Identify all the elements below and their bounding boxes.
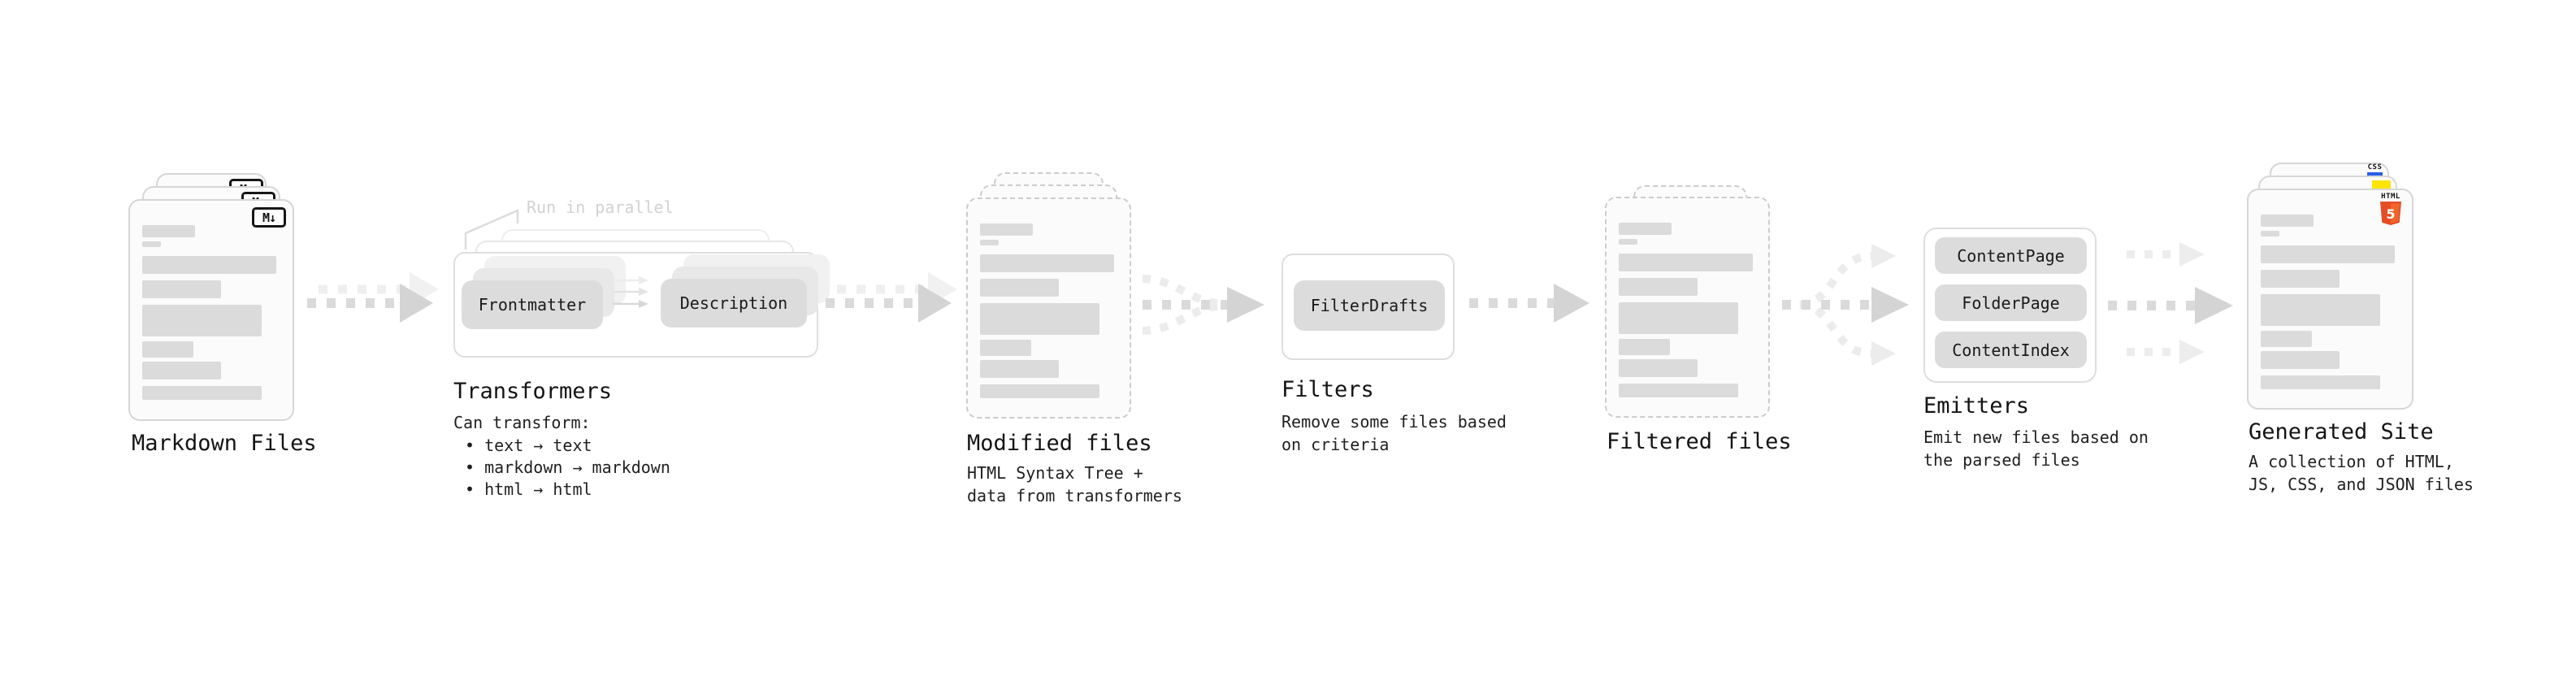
emitter-node-contentindex: ContentIndex (1935, 332, 2087, 368)
doc-text-bar (1619, 278, 1698, 296)
doc-text-bar (142, 225, 195, 237)
filters-subtitle-line1: Remove some files based (1281, 412, 1507, 432)
modified-file-sheet-front (966, 197, 1131, 419)
transformers-subtitle: Can transform: (453, 413, 591, 432)
arrow-merge-modified-to-filters (1142, 275, 1264, 335)
doc-text-bar (1619, 359, 1698, 377)
arrow-emitters-to-site-bottom (2127, 340, 2205, 364)
doc-text-bar (142, 362, 221, 380)
doc-text-bar (2261, 215, 2314, 227)
doc-text-bar (2261, 245, 2395, 263)
stage-title-emitters: Emitters (1923, 393, 2030, 419)
doc-text-bar (142, 341, 193, 358)
doc-text-bar (980, 384, 1099, 398)
html5-icon: HTML 5 (2380, 193, 2401, 225)
stage-title-filters: Filters (1281, 377, 1374, 402)
doc-text-bar (2261, 270, 2340, 288)
doc-text-bar (2261, 331, 2312, 347)
site-subtitle-line2: JS, CSS, and JSON files (2249, 475, 2474, 494)
css-icon-label: CSS (2367, 163, 2383, 171)
stage-title-generated-site: Generated Site (2249, 419, 2434, 445)
doc-text-bar (1619, 239, 1637, 245)
doc-text-bar (2261, 351, 2340, 369)
doc-text-bar (1619, 384, 1738, 397)
transformer-node-description: Description (661, 279, 807, 327)
markdown-file-sheet-front (128, 199, 294, 421)
stage-title-modified-files: Modified files (967, 431, 1152, 456)
arrow-emitters-to-site-top (2127, 242, 2205, 267)
transformer-node-frontmatter: Frontmatter (462, 280, 603, 329)
transformers-bullet: • html → html (465, 479, 592, 499)
doc-text-bar (980, 279, 1059, 297)
emitters-subtitle-line2: the parsed files (1923, 450, 2080, 470)
modified-subtitle-line2: data from transformers (967, 486, 1182, 505)
filter-node-filterdrafts: FilterDrafts (1294, 280, 1445, 331)
markdown-icon: M↓ (252, 207, 286, 228)
doc-text-bar (980, 254, 1114, 272)
doc-text-bar (1619, 339, 1670, 355)
doc-text-bar (2261, 375, 2380, 389)
doc-text-bar (980, 360, 1059, 378)
site-file-sheet-html (2247, 189, 2413, 410)
parallel-arrows-between-nodes (613, 276, 648, 308)
doc-text-bar (1619, 302, 1738, 334)
doc-text-bar (980, 223, 1033, 236)
modified-subtitle-line1: HTML Syntax Tree + (967, 463, 1143, 483)
stage-title-transformers: Transformers (453, 379, 613, 404)
arrow-transformers-to-modified (826, 272, 957, 323)
css-icon-underline (2367, 172, 2383, 176)
arrow-fanout-filtered-to-emitters (1782, 244, 1909, 366)
arrow-markdown-to-transformers (307, 272, 439, 323)
doc-text-bar (980, 240, 999, 245)
doc-text-bar (142, 386, 262, 400)
doc-text-bar (1619, 223, 1672, 235)
doc-text-bar (142, 256, 276, 274)
emitter-node-contentpage: ContentPage (1935, 237, 2087, 274)
transformers-bullet: • text → text (465, 436, 592, 455)
css-icon: CSS (2367, 164, 2383, 176)
doc-text-bar (2261, 231, 2279, 236)
html5-icon-label: HTML (2381, 193, 2400, 201)
transformers-bullet: • markdown → markdown (465, 458, 670, 477)
run-in-parallel-annotation: Run in parallel (527, 197, 674, 217)
doc-text-bar (2261, 294, 2380, 326)
doc-text-bar (142, 241, 161, 247)
doc-text-bar (980, 303, 1099, 335)
arrow-emitters-to-site-middle (2108, 287, 2233, 324)
filtered-file-sheet-front (1605, 197, 1770, 418)
arrow-filters-to-filtered (1469, 284, 1589, 323)
stage-title-filtered-files: Filtered files (1607, 429, 1792, 454)
html5-icon-number: 5 (2386, 206, 2395, 222)
filters-subtitle-line2: on criteria (1281, 435, 1390, 454)
doc-text-bar (980, 340, 1031, 356)
doc-text-bar (142, 280, 221, 298)
stage-title-markdown-files: Markdown Files (132, 431, 317, 456)
emitter-node-folderpage: FolderPage (1935, 284, 2087, 321)
annotation-callout-line (464, 209, 519, 249)
doc-text-bar (142, 305, 262, 336)
site-subtitle-line1: A collection of HTML, (2249, 452, 2454, 471)
doc-text-bar (1619, 254, 1753, 271)
emitters-subtitle-line1: Emit new files based on (1923, 427, 2149, 447)
